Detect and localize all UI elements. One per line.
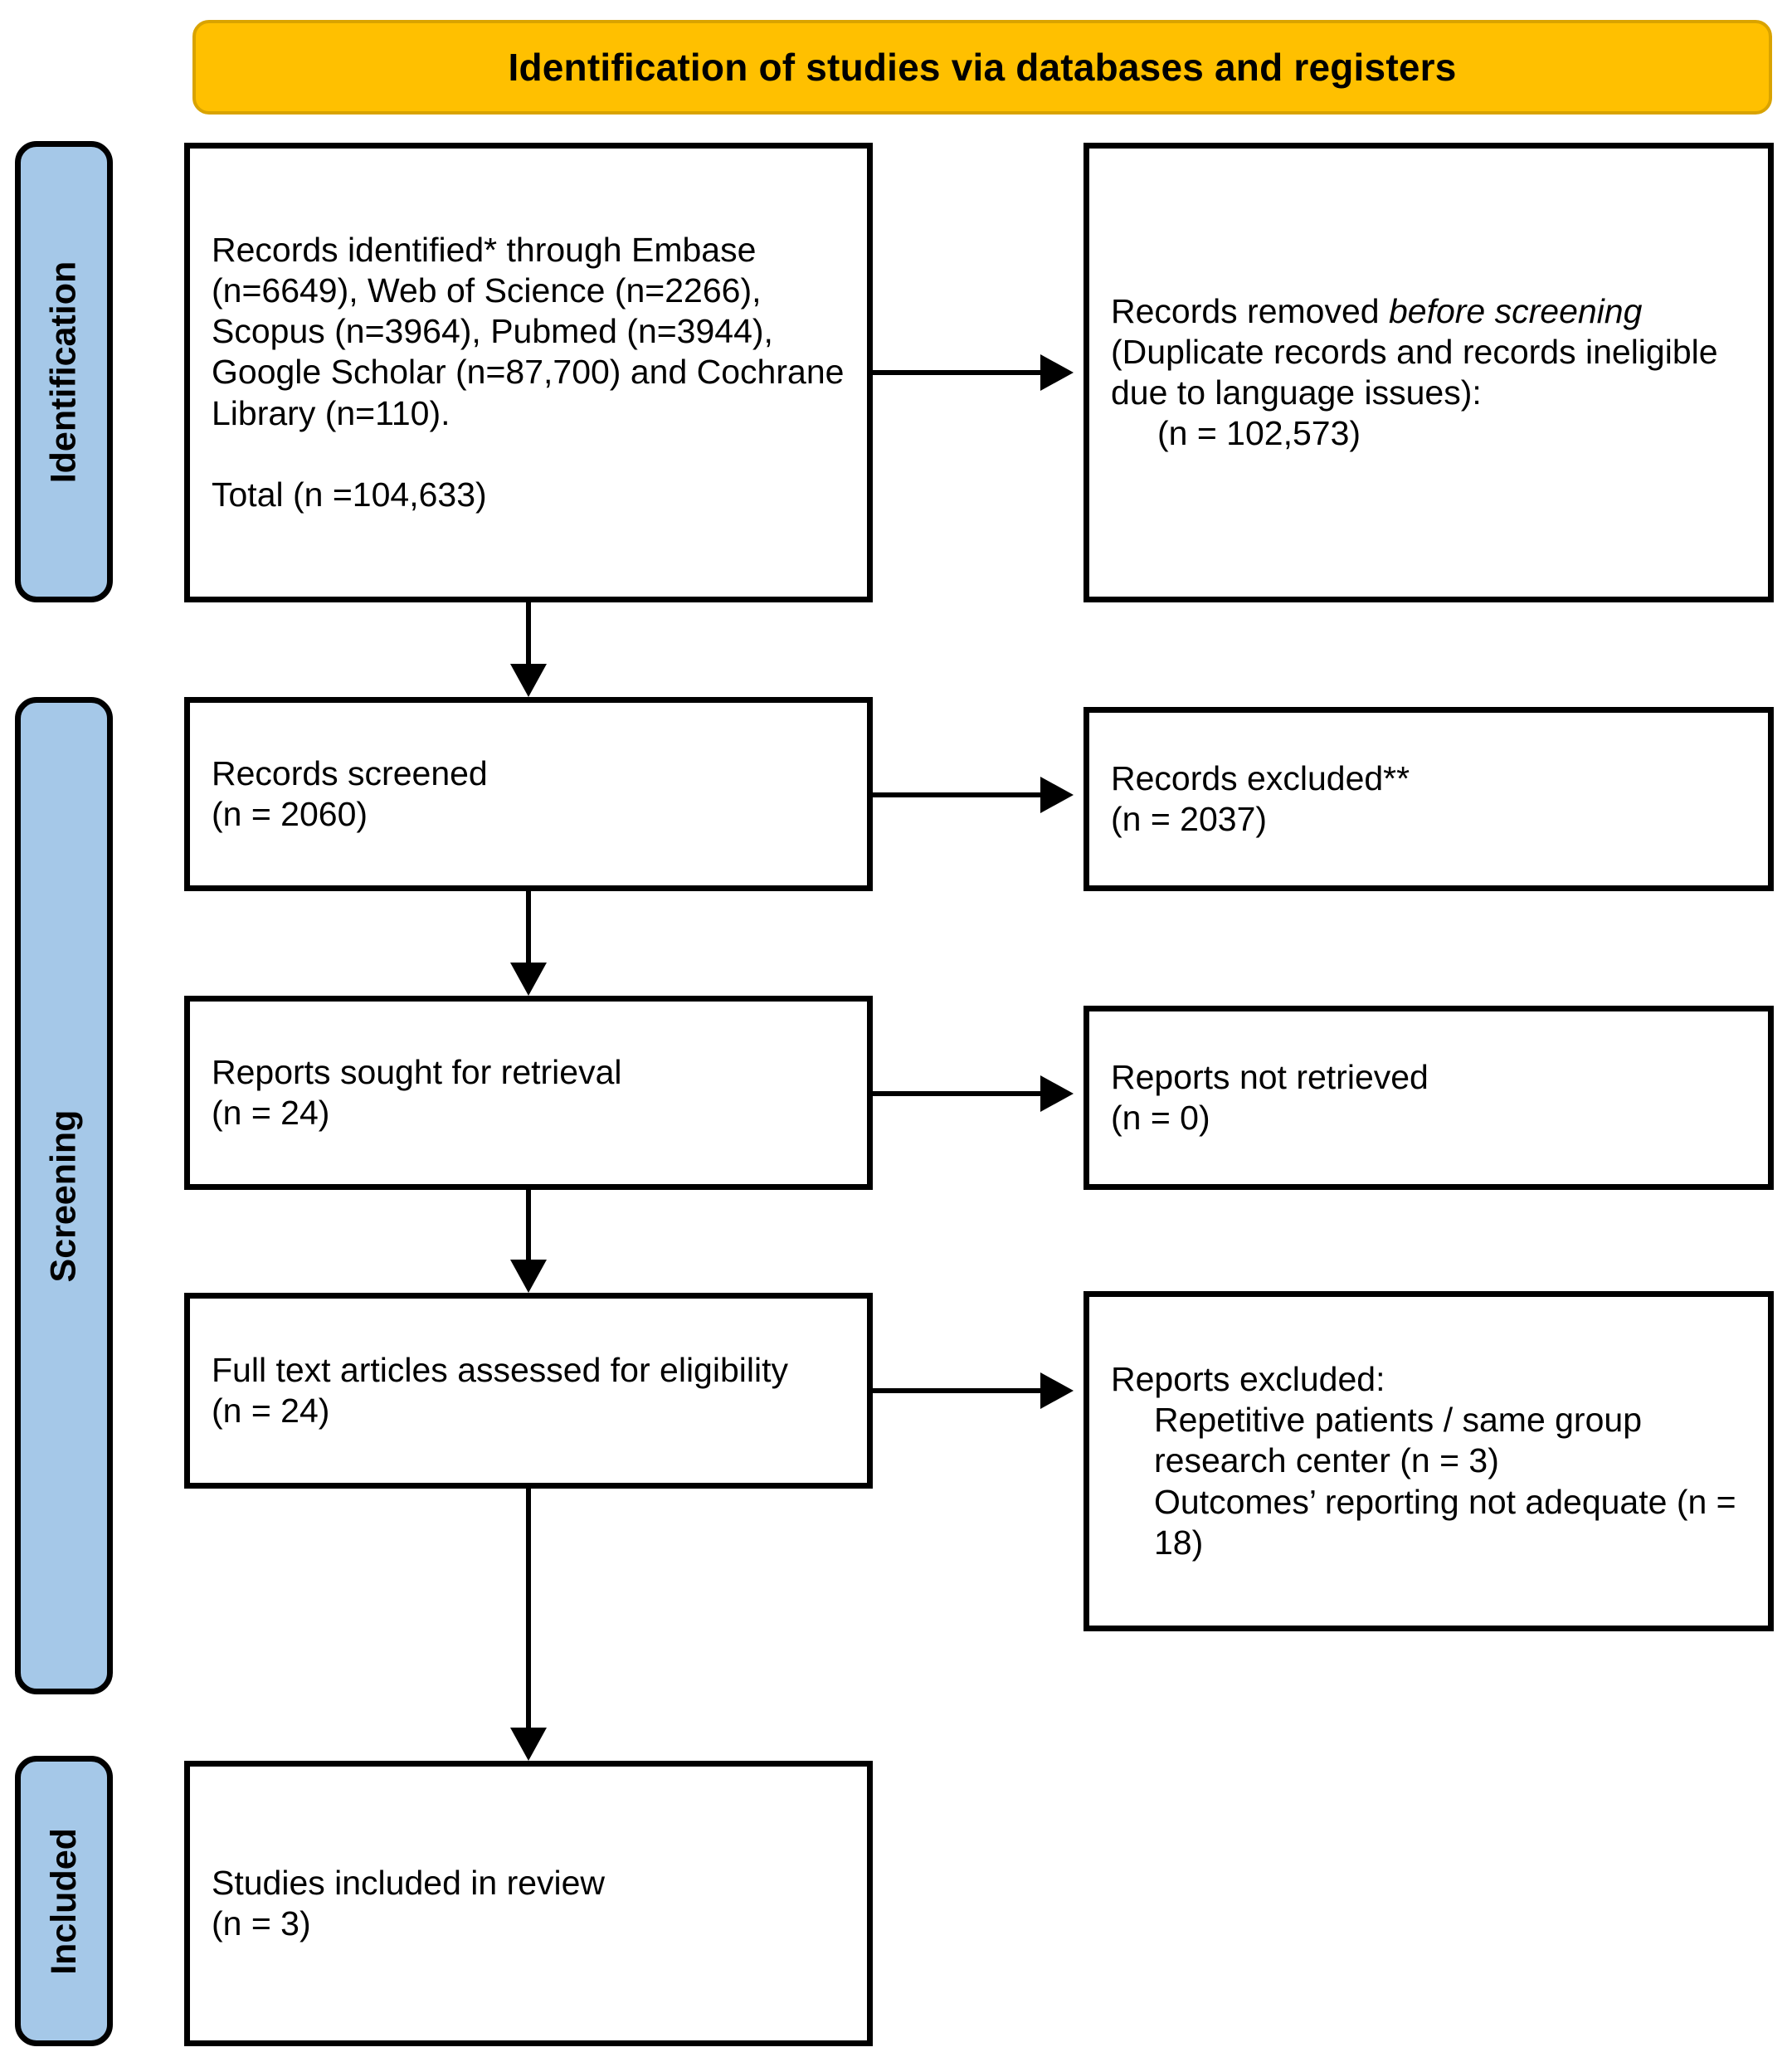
connector-sought-to-fulltext [526,1190,531,1261]
box-reports-not-retrieved: Reports not retrieved (n = 0) [1083,1006,1774,1190]
removed-lead: Records removed [1111,291,1389,330]
box-studies-included-text: Studies included in review (n = 3) [212,1863,606,1942]
removed-count: (n = 102,573) [1157,414,1361,453]
diagram-header-banner: Identification of studies via databases … [192,20,1772,115]
box-fulltext-assessed: Full text articles assessed for eligibil… [184,1293,873,1489]
box-records-removed-text: Records removed before screening (Duplic… [1089,291,1768,455]
box-reports-excluded-reason-2: Outcomes’ reporting not adequate (n = 18… [1154,1482,1736,1562]
arrow-fulltext-to-reportsexcluded [1040,1372,1074,1409]
box-reports-not-retrieved-text: Reports not retrieved (n = 0) [1111,1057,1429,1137]
box-records-excluded-text: Records excluded** (n = 2037) [1111,758,1410,838]
arrow-sought-to-fulltext [510,1260,547,1293]
box-studies-included: Studies included in review (n = 3) [184,1761,873,2046]
box-records-identified: Records identified* through Embase (n=66… [184,143,873,602]
stage-label-screening: Screening [43,1109,84,1282]
connector-identified-to-screened [526,602,531,667]
stage-pill-screening: Screening [15,697,113,1694]
box-reports-excluded-reasons: Reports excluded: Repetitive patients / … [1083,1291,1774,1631]
arrow-identified-to-screened [510,664,547,697]
arrow-identified-to-removed [1040,354,1074,391]
arrow-fulltext-to-included [510,1728,547,1761]
removed-tail: (Duplicate records and records ineligibl… [1111,332,1718,412]
removed-emphasis: before screening [1388,291,1643,330]
box-reports-excluded-reason-1: Repetitive patients / same group researc… [1154,1401,1642,1480]
box-reports-sought: Reports sought for retrieval (n = 24) [184,996,873,1190]
connector-fulltext-to-included [526,1489,531,1731]
box-records-excluded: Records excluded** (n = 2037) [1083,707,1774,891]
arrow-sought-to-notretrieved [1040,1075,1074,1112]
box-fulltext-assessed-text: Full text articles assessed for eligibil… [212,1350,788,1430]
box-reports-sought-text: Reports sought for retrieval (n = 24) [212,1052,622,1132]
stage-label-identification: Identification [43,261,84,483]
box-records-identified-text: Records identified* through Embase (n=66… [212,230,845,514]
arrow-screened-to-excluded [1040,777,1074,813]
stage-pill-included: Included [15,1756,113,2046]
connector-identified-to-removed [873,370,1042,375]
box-records-removed: Records removed before screening (Duplic… [1083,143,1774,602]
connector-sought-to-notretrieved [873,1091,1042,1096]
stage-label-included: Included [43,1827,84,1975]
box-records-screened-text: Records screened (n = 2060) [212,753,488,833]
connector-screened-to-excluded [873,792,1042,797]
box-records-screened: Records screened (n = 2060) [184,697,873,891]
connector-screened-to-sought [526,891,531,964]
box-reports-excluded-heading: Reports excluded: [1111,1360,1385,1399]
arrow-screened-to-sought [510,963,547,996]
diagram-title: Identification of studies via databases … [508,46,1457,89]
connector-fulltext-to-reportsexcluded [873,1388,1042,1393]
stage-pill-identification: Identification [15,141,113,602]
